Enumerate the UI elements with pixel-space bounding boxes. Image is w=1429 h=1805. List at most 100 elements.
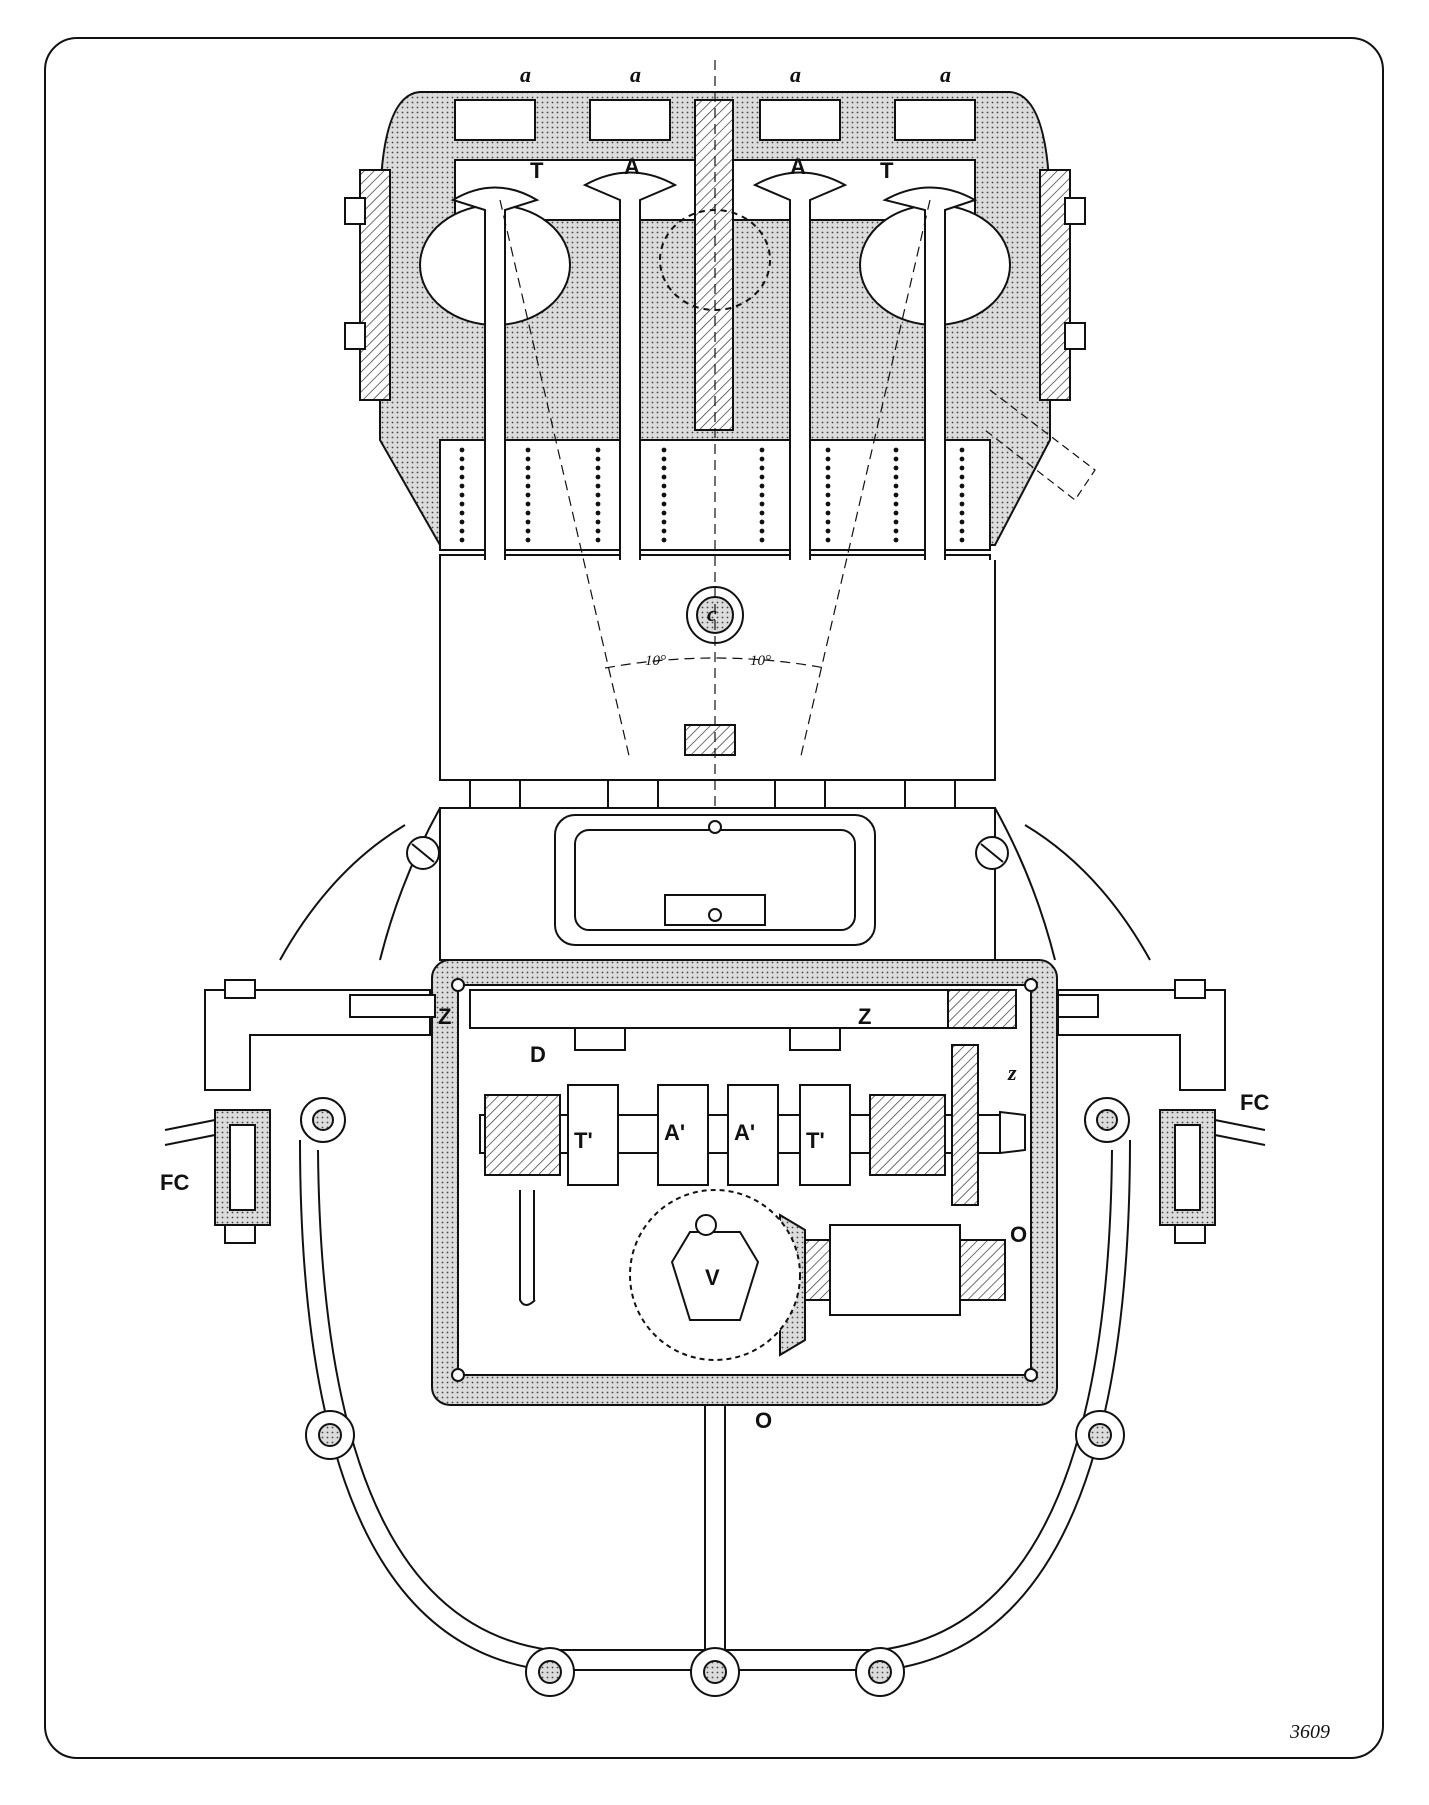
spring-coil-dot bbox=[525, 519, 531, 525]
spring-coil-dot bbox=[595, 519, 601, 525]
spring-coil-dot bbox=[595, 492, 601, 498]
label-O-bottom: O bbox=[755, 1408, 772, 1433]
tappet-guide-block bbox=[439, 560, 996, 809]
spring-coil-dot bbox=[459, 510, 465, 516]
plate-number: 3609 bbox=[1289, 1721, 1330, 1743]
spring-coil-dot bbox=[595, 510, 601, 516]
spring-coil-dot bbox=[959, 474, 965, 480]
spring-coil-dot bbox=[825, 519, 831, 525]
spring-coil-dot bbox=[459, 519, 465, 525]
spring-coil-dot bbox=[825, 528, 831, 534]
label-FC-right: FC bbox=[1240, 1090, 1269, 1115]
spring-coil-dot bbox=[893, 537, 899, 543]
spring-coil-dot bbox=[595, 465, 601, 471]
spring-coil-dot bbox=[661, 528, 667, 534]
spring-coil-dot bbox=[661, 501, 667, 507]
spring-coil-dot bbox=[825, 483, 831, 489]
spring-coil-dot bbox=[825, 510, 831, 516]
spring-coil-dot bbox=[825, 465, 831, 471]
label-c: c bbox=[707, 601, 717, 626]
label-A-left: A bbox=[624, 154, 640, 179]
spring-coil-dot bbox=[459, 483, 465, 489]
spring-coil-dot bbox=[759, 501, 765, 507]
label-a1: a bbox=[520, 62, 531, 87]
spring-coil-dot bbox=[959, 528, 965, 534]
spring-coil-dot bbox=[959, 465, 965, 471]
camshaft bbox=[479, 1044, 1026, 1206]
oil-valve bbox=[629, 1189, 801, 1361]
spring-coil-dot bbox=[959, 519, 965, 525]
spring-coil-dot bbox=[459, 528, 465, 534]
tappet-rail bbox=[469, 989, 1017, 1051]
spring-coil-dot bbox=[959, 492, 965, 498]
label-angle-right: 10° bbox=[750, 653, 771, 669]
label-a4: a bbox=[940, 62, 951, 87]
spring-coil-dot bbox=[661, 483, 667, 489]
spring-coil-dot bbox=[825, 474, 831, 480]
spring-coil-dot bbox=[893, 456, 899, 462]
label-Z-right: Z bbox=[858, 1004, 871, 1029]
label-a2: a bbox=[630, 62, 641, 87]
spring-coil-dot bbox=[959, 501, 965, 507]
spring-coil-dot bbox=[595, 537, 601, 543]
spring-coil-dot bbox=[525, 492, 531, 498]
diagram-labels: a a a a T A A T c 10° 10° Z Z z D T' A' … bbox=[160, 62, 1330, 1743]
spring-coil-dot bbox=[525, 537, 531, 543]
valve-springs bbox=[459, 447, 965, 543]
arm-screw-right bbox=[975, 836, 1009, 870]
spring-coil-dot bbox=[893, 528, 899, 534]
spring-coil-dot bbox=[825, 537, 831, 543]
spring-coil-dot bbox=[595, 456, 601, 462]
spring-coil-dot bbox=[661, 447, 667, 453]
spring-coil-dot bbox=[459, 492, 465, 498]
label-T1-cam: T' bbox=[574, 1128, 593, 1153]
spring-coil-dot bbox=[759, 447, 765, 453]
spring-coil-dot bbox=[893, 510, 899, 516]
label-T-left: T bbox=[530, 158, 544, 183]
spring-coil-dot bbox=[759, 528, 765, 534]
label-D: D bbox=[530, 1042, 546, 1067]
label-FC-left: FC bbox=[160, 1170, 189, 1195]
spring-coil-dot bbox=[459, 447, 465, 453]
spring-coil-dot bbox=[759, 465, 765, 471]
spring-coil-dot bbox=[525, 510, 531, 516]
spring-coil-dot bbox=[525, 483, 531, 489]
spring-coil-dot bbox=[525, 465, 531, 471]
spring-coil-dot bbox=[759, 492, 765, 498]
label-A2-cam: A' bbox=[734, 1120, 755, 1145]
cradle-bosses bbox=[305, 1410, 1125, 1697]
spring-coil-dot bbox=[459, 465, 465, 471]
spring-coil-dot bbox=[893, 519, 899, 525]
spring-coil-dot bbox=[759, 456, 765, 462]
spring-coil-dot bbox=[825, 456, 831, 462]
spring-coil-dot bbox=[759, 519, 765, 525]
spring-coil-dot bbox=[959, 510, 965, 516]
spring-coil-dot bbox=[959, 447, 965, 453]
label-A-right: A bbox=[790, 154, 806, 179]
spring-coil-dot bbox=[661, 474, 667, 480]
spring-coil-dot bbox=[661, 456, 667, 462]
label-T-right: T bbox=[880, 158, 894, 183]
spring-coil-dot bbox=[595, 528, 601, 534]
spring-coil-dot bbox=[459, 501, 465, 507]
label-z-small: z bbox=[1007, 1060, 1017, 1085]
label-O-right: O bbox=[1010, 1222, 1027, 1247]
spring-coil-dot bbox=[661, 492, 667, 498]
spring-coil-dot bbox=[595, 447, 601, 453]
spring-coil-dot bbox=[959, 456, 965, 462]
spring-coil-dot bbox=[759, 474, 765, 480]
spring-coil-dot bbox=[825, 447, 831, 453]
label-a3: a bbox=[790, 62, 801, 87]
spring-coil-dot bbox=[595, 474, 601, 480]
spring-coil-dot bbox=[459, 537, 465, 543]
label-V: V bbox=[705, 1265, 720, 1290]
spring-coil-dot bbox=[893, 483, 899, 489]
spring-coil-dot bbox=[459, 474, 465, 480]
spring-coil-dot bbox=[525, 456, 531, 462]
spring-coil-dot bbox=[825, 501, 831, 507]
label-T2-cam: T' bbox=[806, 1128, 825, 1153]
spring-coil-dot bbox=[595, 483, 601, 489]
label-A1-cam: A' bbox=[664, 1120, 685, 1145]
spring-coil-dot bbox=[759, 537, 765, 543]
